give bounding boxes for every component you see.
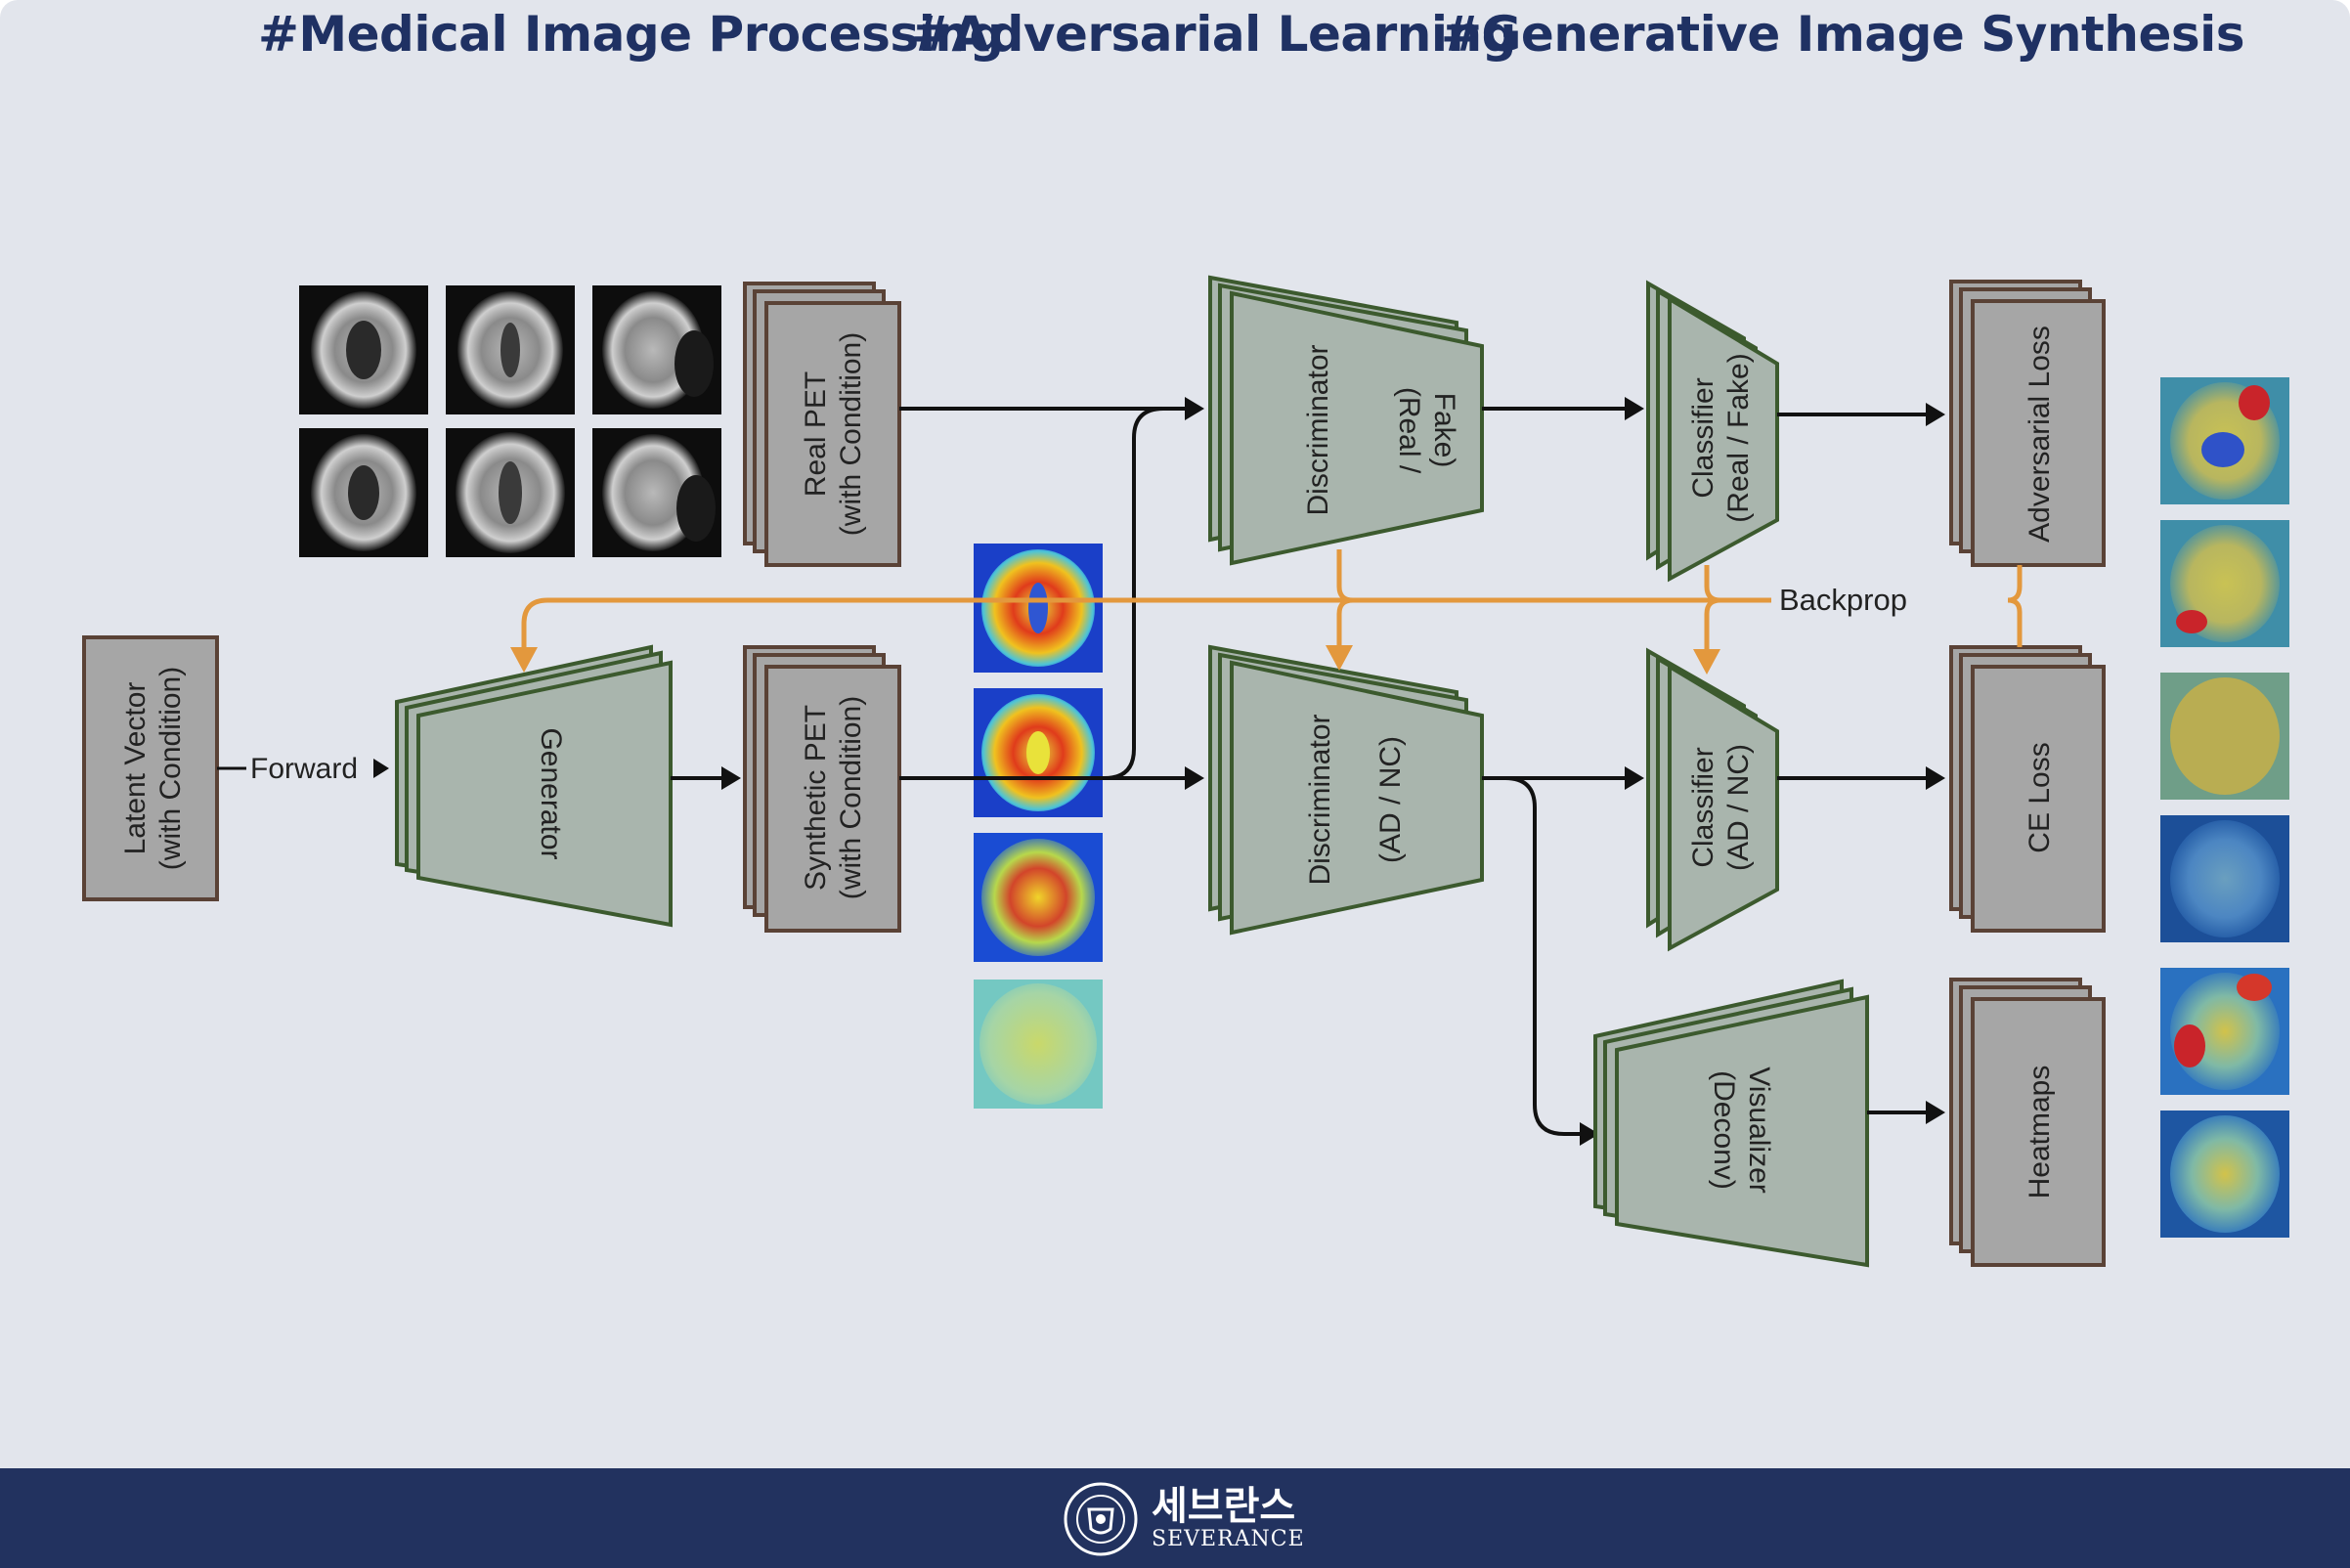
mri-image bbox=[446, 285, 575, 414]
arrowhead bbox=[1580, 1122, 1599, 1146]
synthetic-pet-samples bbox=[974, 544, 1103, 1109]
latent-vector-label: Latent Vector bbox=[119, 682, 152, 855]
discriminator-adnc-label: Discriminator bbox=[1304, 714, 1336, 885]
classifier-ad-nc-block: Classifier (AD / NC) bbox=[1646, 647, 1779, 952]
arrowhead bbox=[1185, 397, 1204, 420]
generator-block: Generator bbox=[395, 644, 673, 928]
classifier-rf-sub: (Real / Fake) bbox=[1722, 353, 1755, 522]
backprop-main-line bbox=[521, 597, 1916, 651]
latent-vector-condition-label: (with Condition) bbox=[154, 667, 187, 870]
tag-medical-image-processing: #Medical Image Processing bbox=[258, 6, 1004, 63]
mri-thumbnails bbox=[299, 285, 721, 557]
yonsei-university-seal-icon bbox=[1064, 1482, 1138, 1556]
latent-vector-box: Latent Vector (with Condition) bbox=[82, 635, 219, 901]
backprop-to-disc-adnc bbox=[1336, 597, 1354, 649]
heatmap-image bbox=[2160, 520, 2289, 647]
classifier-rf-label: Classifier bbox=[1687, 377, 1719, 498]
visualizer-label: Visualizer bbox=[1743, 1067, 1775, 1194]
mri-image bbox=[592, 285, 721, 414]
backprop-label-bg bbox=[1771, 581, 1918, 620]
discriminator-adnc-sub: (AD / NC) bbox=[1374, 736, 1407, 863]
backprop-to-classifier-rf bbox=[1704, 565, 1721, 603]
heatmaps-label: Heatmaps bbox=[2024, 1066, 2056, 1199]
backprop-to-classifier-adnc bbox=[1704, 597, 1721, 651]
pet-image bbox=[974, 688, 1103, 817]
backprop-from-ce-loss bbox=[2007, 597, 2023, 647]
arrowhead bbox=[1185, 766, 1204, 790]
arrowhead bbox=[721, 766, 741, 790]
classifier-real-fake-block: Classifier (Real / Fake) bbox=[1646, 280, 1779, 583]
heatmap-image bbox=[2160, 673, 2289, 800]
ce-loss-box: CE Loss bbox=[1949, 645, 2106, 933]
visualizer-sub: (Deconv) bbox=[1708, 1070, 1740, 1190]
adversarial-loss-label: Adversarial Loss bbox=[2024, 326, 2056, 543]
arrowhead bbox=[1625, 766, 1644, 790]
heatmap-image bbox=[2160, 815, 2289, 942]
pet-image bbox=[974, 544, 1103, 673]
mri-image bbox=[299, 285, 428, 414]
tag-generative-image-synthesis: #Generative Image Synthesis bbox=[1441, 6, 2245, 63]
adversarial-loss-box: Adversarial Loss bbox=[1949, 280, 2106, 567]
visualizer-block: Visualizer (Deconv) bbox=[1593, 979, 1869, 1268]
gan-architecture-diagram: Latent Vector (with Condition) Forward G… bbox=[82, 275, 2289, 1268]
classifier-adnc-label: Classifier bbox=[1687, 747, 1719, 867]
footer-bar: 세브란스 SEVERANCE bbox=[0, 1468, 2350, 1568]
discriminator-real-fake-block: Discriminator (Real / Fake) bbox=[1208, 275, 1484, 566]
discriminator-rf-label: Discriminator bbox=[1302, 344, 1334, 515]
pet-image bbox=[974, 980, 1103, 1109]
heatmap-image bbox=[2160, 1111, 2289, 1238]
backprop-arrowhead bbox=[1693, 649, 1720, 675]
discriminator-rf-sub2: Fake) bbox=[1428, 393, 1460, 468]
mri-image bbox=[299, 428, 428, 557]
discriminator-ad-nc-block: Discriminator (AD / NC) bbox=[1208, 644, 1484, 936]
heatmap-image bbox=[2160, 968, 2289, 1095]
pet-image bbox=[974, 833, 1103, 962]
heatmap-samples bbox=[2160, 377, 2289, 1238]
backprop-label: Backprop bbox=[1779, 583, 1907, 617]
backprop-arrowhead bbox=[510, 647, 538, 673]
generator-label: Generator bbox=[535, 727, 567, 859]
classifier-adnc-sub: (AD / NC) bbox=[1722, 744, 1755, 871]
backprop-arrowhead bbox=[1326, 645, 1353, 671]
severance-logo-korean: 세브란스 bbox=[1152, 1484, 1296, 1529]
synthetic-pet-label: Synthetic PET bbox=[800, 705, 832, 891]
arrowhead bbox=[1926, 766, 1945, 790]
synthetic-pet-box: Synthetic PET (with Condition) bbox=[743, 645, 901, 933]
tag-adversarial-learning: #Adversarial Learning bbox=[911, 6, 1516, 63]
forward-arrow: Forward bbox=[217, 753, 389, 785]
arrowhead bbox=[1625, 397, 1644, 420]
backprop-to-disc-rf bbox=[1336, 549, 1354, 603]
heatmaps-box: Heatmaps bbox=[1949, 978, 2106, 1267]
real-pet-box: Real PET (with Condition) bbox=[743, 282, 901, 567]
arrow-disc-adnc-to-visualizer bbox=[1504, 776, 1584, 1136]
real-pet-label: Real PET bbox=[800, 371, 832, 497]
ce-loss-label: CE Loss bbox=[2024, 742, 2056, 852]
backprop-paths bbox=[521, 549, 2023, 651]
mri-image bbox=[592, 428, 721, 557]
arrowhead bbox=[1926, 1101, 1945, 1124]
header-tags: #Medical Image Processing #Adversarial L… bbox=[0, 0, 2350, 78]
real-pet-condition-label: (with Condition) bbox=[835, 332, 867, 536]
discriminator-rf-sub1: (Real / bbox=[1393, 387, 1425, 474]
backprop-from-adv-loss bbox=[2007, 565, 2023, 603]
synthetic-pet-condition-label: (with Condition) bbox=[835, 696, 867, 899]
heatmap-image bbox=[2160, 377, 2289, 504]
forward-label: Forward bbox=[250, 753, 358, 785]
arrowhead bbox=[1926, 403, 1945, 426]
mri-image bbox=[446, 428, 575, 557]
severance-logo-english: SEVERANCE bbox=[1152, 1527, 1305, 1551]
